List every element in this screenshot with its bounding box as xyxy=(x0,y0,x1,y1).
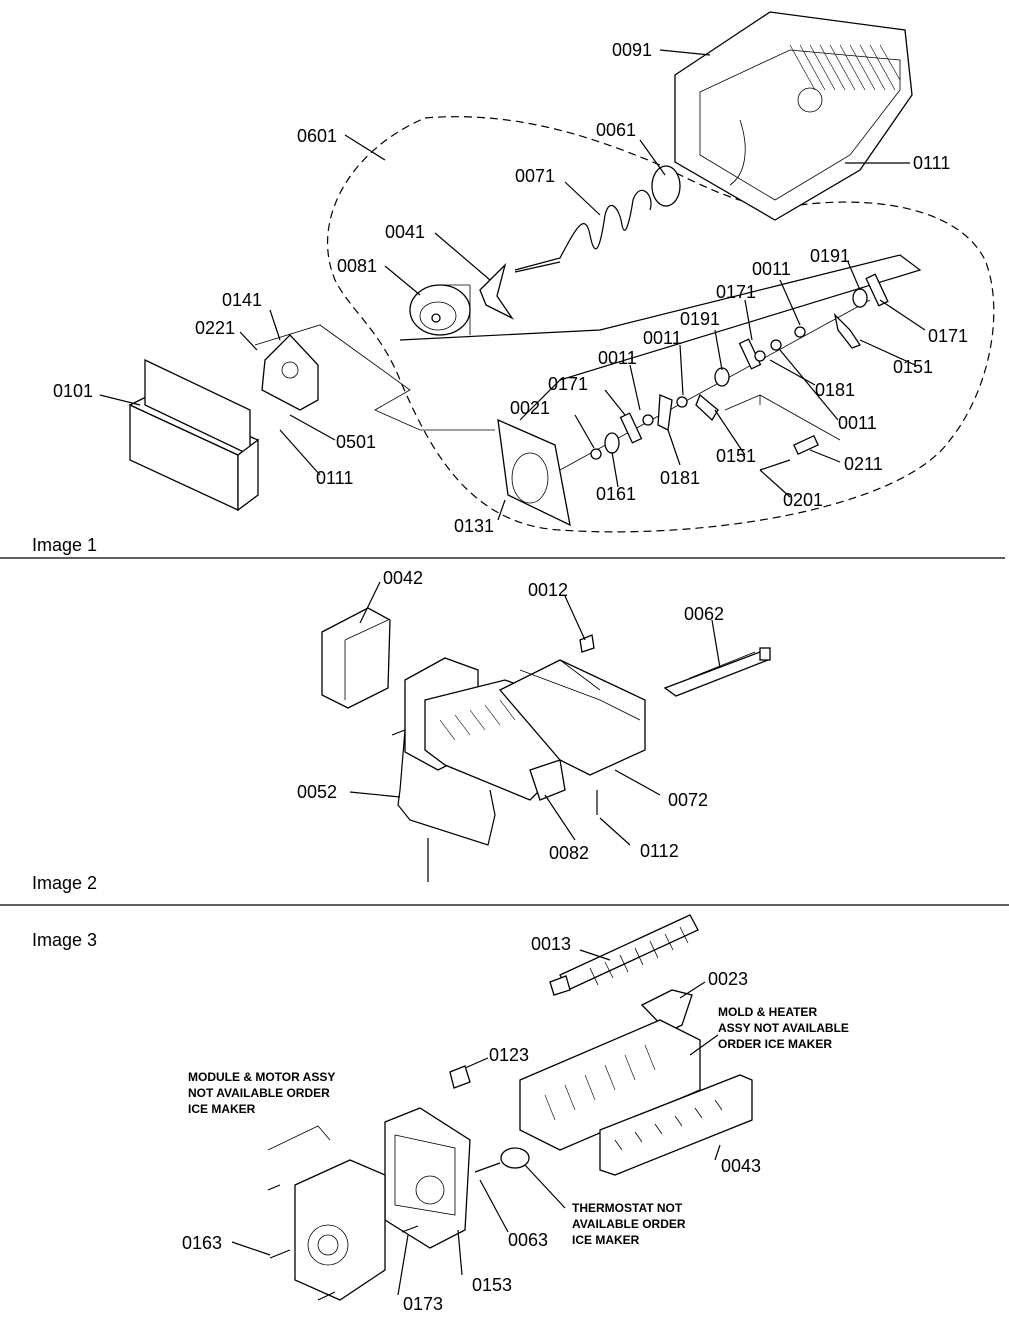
label-0061: 0061 xyxy=(596,120,636,140)
label-0062: 0062 xyxy=(684,604,724,624)
label-0171: 0171 xyxy=(548,374,588,394)
label-0112: 0112 xyxy=(640,841,679,861)
label-0043: 0043 xyxy=(721,1156,761,1176)
label-0021: 0021 xyxy=(510,398,550,418)
image1-leaders xyxy=(99,49,926,521)
note-mold-line2: ASSY NOT AVAILABLE xyxy=(718,1021,849,1035)
label-0111: 0111 xyxy=(316,468,353,488)
image2-drawing xyxy=(321,607,771,882)
label-0221: 0221 xyxy=(195,318,235,338)
note-module-line3: ICE MAKER xyxy=(188,1102,256,1116)
label-0211: 0211 xyxy=(844,454,883,474)
label-0181: 0181 xyxy=(815,380,855,400)
label-0601: 0601 xyxy=(297,126,337,146)
note-mold-line3: ORDER ICE MAKER xyxy=(718,1037,832,1051)
label-0063: 0063 xyxy=(508,1230,548,1250)
label-0041: 0041 xyxy=(385,222,425,242)
note-mold-line1: MOLD & HEATER xyxy=(718,1005,817,1019)
label-0161: 0161 xyxy=(596,484,636,504)
note-thermostat-line1: THERMOSTAT NOT xyxy=(572,1201,683,1215)
note-module-line2: NOT AVAILABLE ORDER xyxy=(188,1086,330,1100)
label-0011: 0011 xyxy=(838,413,877,433)
label-0153: 0153 xyxy=(472,1275,512,1295)
label-0042: 0042 xyxy=(383,568,423,588)
label-0071: 0071 xyxy=(515,166,555,186)
label-0141: 0141 xyxy=(222,290,262,310)
label-0191: 0191 xyxy=(810,246,850,266)
label-0082: 0082 xyxy=(549,843,589,863)
label-0023: 0023 xyxy=(708,969,748,989)
note-thermostat-line3: ICE MAKER xyxy=(572,1233,640,1247)
image2-labels: 0042 0012 0062 0052 0072 0082 0112 xyxy=(297,568,724,863)
image2-leaders xyxy=(349,581,721,846)
note-module-line1: MODULE & MOTOR ASSY xyxy=(188,1070,335,1084)
image3-drawing xyxy=(267,914,753,1301)
label-0072: 0072 xyxy=(668,790,708,810)
label-0052: 0052 xyxy=(297,782,337,802)
label-0181: 0181 xyxy=(660,468,700,488)
label-0171: 0171 xyxy=(716,282,756,302)
label-0123: 0123 xyxy=(489,1045,529,1065)
label-0151: 0151 xyxy=(716,446,756,466)
image1-labels: 0091 0601 0061 0111 0071 0041 0081 0191 … xyxy=(53,40,968,536)
section-title-image3: Image 3 xyxy=(32,930,97,950)
label-0011: 0011 xyxy=(752,259,791,279)
label-0163: 0163 xyxy=(182,1233,222,1253)
label-0101: 0101 xyxy=(53,381,93,401)
label-0012: 0012 xyxy=(528,580,568,600)
label-0191: 0191 xyxy=(680,309,720,329)
section-title-image1: Image 1 xyxy=(32,535,97,555)
image3-leaders xyxy=(231,949,721,1296)
label-0081: 0081 xyxy=(337,256,377,276)
image1-drawing xyxy=(128,11,995,533)
label-0011: 0011 xyxy=(643,328,682,348)
label-0201: 0201 xyxy=(783,490,823,510)
label-0111: 0111 xyxy=(913,153,950,173)
label-0501: 0501 xyxy=(336,432,376,452)
section-title-image2: Image 2 xyxy=(32,873,97,893)
label-0011: 0011 xyxy=(598,348,637,368)
label-0151: 0151 xyxy=(893,357,933,377)
image3-labels: 0013 0023 0123 0043 0063 0163 0153 0173 … xyxy=(182,934,849,1314)
note-thermostat-line2: AVAILABLE ORDER xyxy=(572,1217,686,1231)
label-0173: 0173 xyxy=(403,1294,443,1314)
label-0091: 0091 xyxy=(612,40,652,60)
label-0171: 0171 xyxy=(928,326,968,346)
label-0013: 0013 xyxy=(531,934,571,954)
label-0131: 0131 xyxy=(454,516,494,536)
